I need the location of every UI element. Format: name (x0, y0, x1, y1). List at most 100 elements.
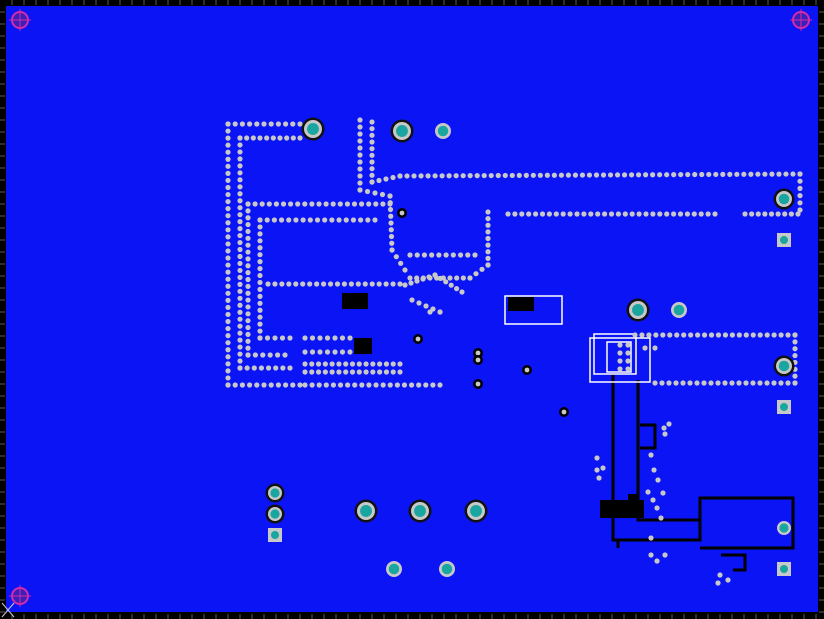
via (336, 369, 342, 375)
via (339, 349, 346, 355)
via (546, 211, 553, 217)
via (348, 281, 354, 287)
via (369, 139, 375, 145)
via (474, 173, 480, 179)
via (608, 211, 615, 217)
via (388, 227, 394, 233)
via (280, 201, 287, 207)
via (290, 135, 296, 141)
via (602, 211, 608, 217)
via (357, 117, 363, 123)
via (363, 369, 369, 375)
via (600, 465, 606, 471)
via (390, 281, 396, 287)
via (671, 211, 677, 217)
via (315, 369, 322, 375)
via (579, 172, 586, 178)
silk-outline (504, 295, 563, 325)
via (421, 252, 428, 258)
via (654, 505, 660, 511)
square-pad-center (271, 531, 279, 539)
via (225, 191, 231, 198)
via (768, 211, 775, 217)
via (369, 132, 375, 138)
via (662, 552, 668, 558)
via (245, 352, 251, 358)
via (268, 382, 274, 388)
via (643, 172, 649, 178)
via (237, 351, 243, 357)
via (293, 217, 299, 223)
via (785, 380, 791, 386)
via (383, 281, 389, 287)
round-pad-center (388, 563, 400, 575)
via (446, 173, 452, 179)
via (488, 172, 494, 179)
via (797, 178, 803, 184)
via (437, 382, 443, 388)
via (369, 166, 375, 172)
via (389, 247, 395, 253)
via (225, 163, 231, 169)
via (237, 344, 243, 350)
via (225, 290, 231, 296)
via (297, 382, 303, 388)
via (330, 201, 336, 207)
via (257, 300, 263, 306)
via (643, 211, 649, 217)
via (648, 452, 654, 458)
via (300, 217, 306, 223)
via (280, 365, 286, 371)
via (748, 171, 754, 177)
via (388, 233, 395, 240)
via (706, 171, 712, 178)
via (322, 369, 328, 375)
pad-array[interactable] (265, 117, 795, 578)
via (225, 142, 231, 148)
via (423, 382, 429, 388)
via (245, 331, 251, 338)
via (225, 375, 231, 381)
via (485, 209, 491, 215)
via (247, 121, 253, 127)
via (502, 172, 508, 179)
via (667, 332, 673, 338)
via (322, 361, 328, 367)
via (327, 281, 334, 287)
via (660, 332, 666, 338)
via (343, 217, 349, 223)
via (750, 380, 756, 386)
via (302, 369, 308, 375)
via (625, 358, 631, 364)
via (430, 382, 436, 388)
via (376, 177, 382, 184)
via (351, 201, 358, 207)
via (237, 267, 243, 274)
via (792, 380, 798, 386)
via (684, 211, 691, 217)
via (797, 200, 803, 206)
ic-footprint (354, 338, 372, 354)
via (407, 252, 413, 258)
via (432, 173, 438, 179)
via (408, 280, 414, 286)
via (275, 352, 281, 358)
via (315, 361, 322, 367)
via (283, 121, 289, 127)
via (436, 252, 442, 258)
via (388, 220, 394, 226)
via (302, 361, 308, 367)
via (671, 172, 677, 178)
via (373, 201, 379, 207)
via (485, 222, 491, 228)
via (225, 333, 231, 339)
via (347, 349, 353, 355)
test-via-center (475, 350, 481, 356)
copper-trace (611, 375, 795, 550)
via (526, 211, 532, 217)
square-pad-center (780, 236, 788, 244)
via (771, 332, 777, 338)
via (388, 213, 394, 219)
